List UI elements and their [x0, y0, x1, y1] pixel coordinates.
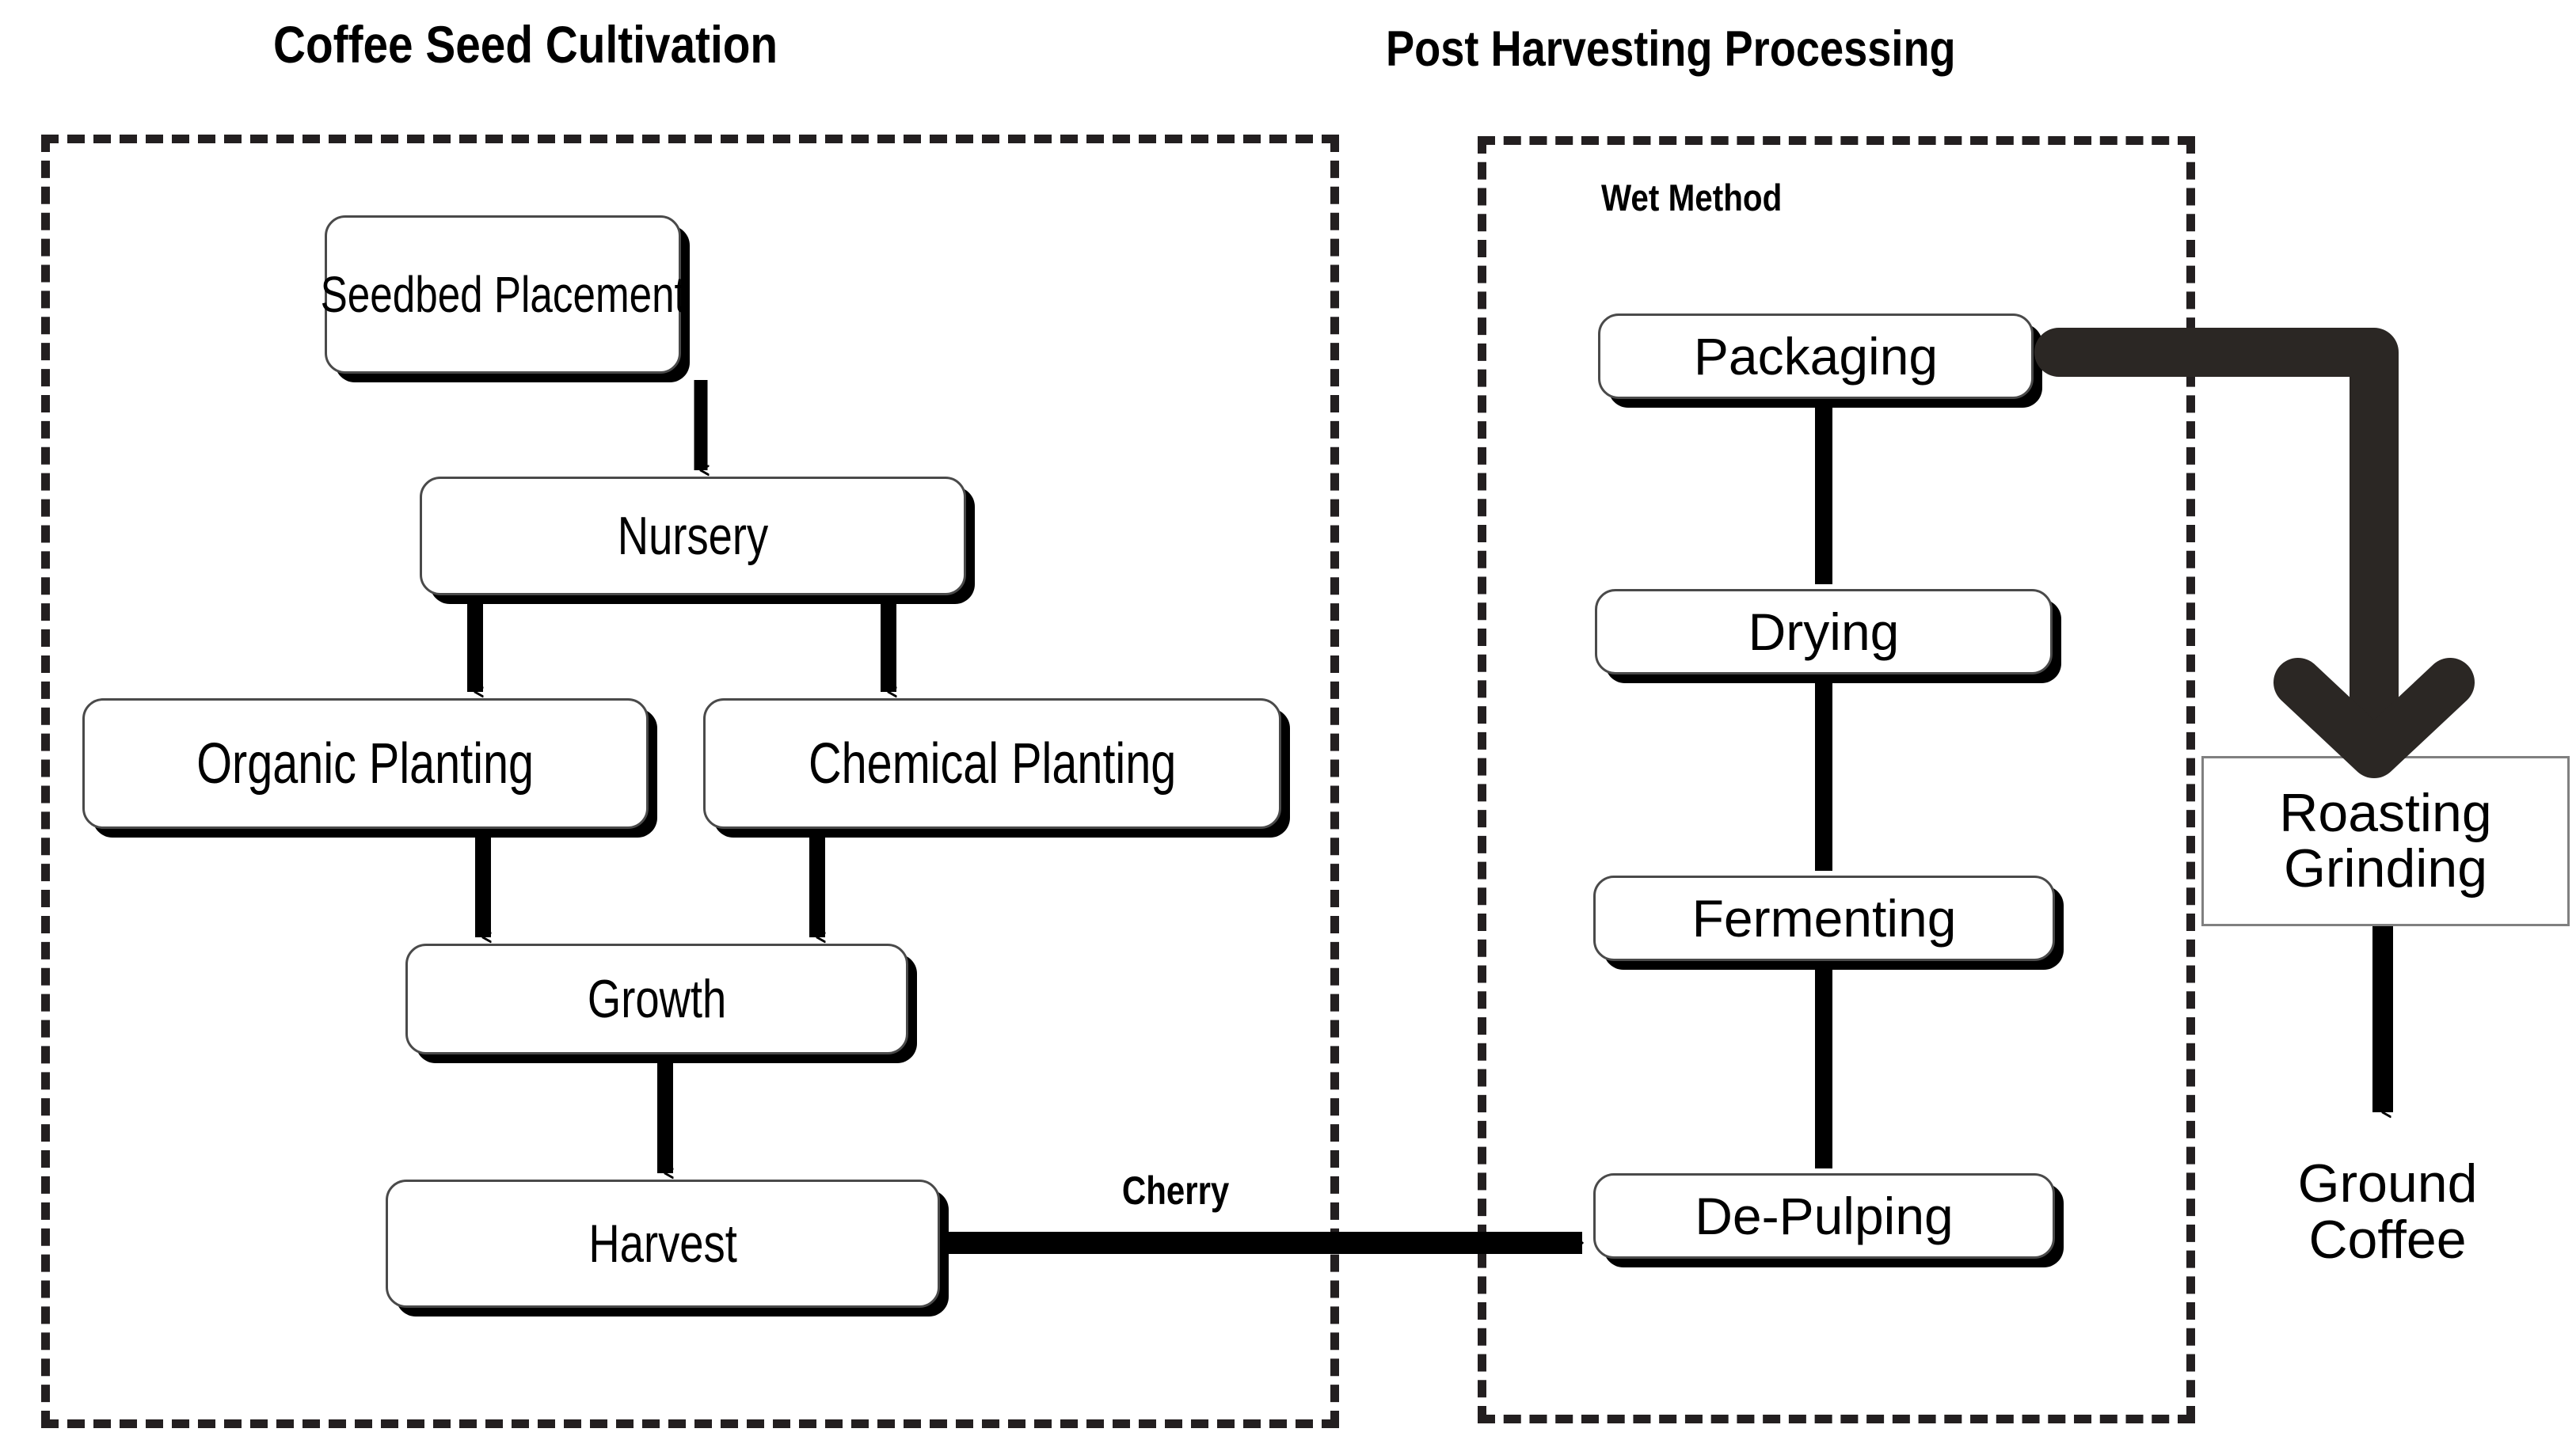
output-ground-coffee: Ground Coffee [2213, 1153, 2562, 1271]
node-organic-planting-label: Organic Planting [196, 731, 535, 796]
node-growth[interactable]: Growth [405, 944, 908, 1054]
wet-method-label-text: Wet Method [1601, 177, 1783, 218]
section-title-postharvest: Post Harvesting Processing [1386, 21, 1956, 78]
node-harvest[interactable]: Harvest [386, 1180, 940, 1308]
node-harvest-label: Harvest [588, 1214, 737, 1274]
section-title-postharvest-text: Post Harvesting Processing [1386, 21, 1956, 77]
node-nursery[interactable]: Nursery [420, 477, 966, 595]
node-roasting-grinding-line1: Roasting [2279, 783, 2492, 844]
edge-label-cherry: Cherry [1057, 1170, 1295, 1212]
node-chemical-planting-label: Chemical Planting [808, 731, 1177, 796]
node-de-pulping-label: De-Pulping [1695, 1187, 1954, 1245]
section-title-cultivation-text: Coffee Seed Cultivation [273, 15, 778, 74]
node-organic-planting[interactable]: Organic Planting [82, 698, 649, 829]
node-seedbed-placement[interactable]: Seedbed Placement [320, 215, 686, 374]
output-ground-coffee-line1: Ground [2297, 1153, 2478, 1214]
output-ground-coffee-line2: Coffee [2308, 1210, 2467, 1271]
wet-method-label: Wet Method [1601, 176, 1782, 219]
node-roasting-grinding[interactable]: Roasting Grinding [2201, 756, 2570, 926]
node-drying-label: Drying [1748, 602, 1900, 661]
node-packaging-label: Packaging [1693, 327, 1939, 386]
node-seedbed-placement-label: Seedbed Placement [320, 266, 686, 323]
postharvest-group-boundary [1478, 136, 2195, 1423]
node-fermenting-label: Fermenting [1691, 889, 1957, 948]
node-fermenting[interactable]: Fermenting [1593, 876, 2055, 961]
section-title-cultivation: Coffee Seed Cultivation [273, 14, 778, 74]
node-de-pulping[interactable]: De-Pulping [1593, 1173, 2055, 1259]
node-roasting-grinding-line2: Grinding [2283, 838, 2488, 899]
node-chemical-planting[interactable]: Chemical Planting [703, 698, 1281, 829]
node-packaging[interactable]: Packaging [1598, 313, 2034, 399]
edge-label-cherry-text: Cherry [1122, 1168, 1230, 1213]
cultivation-group-boundary [41, 135, 1339, 1428]
node-growth-label: Growth [587, 969, 727, 1029]
node-drying[interactable]: Drying [1595, 589, 2053, 674]
node-nursery-label: Nursery [617, 506, 769, 566]
